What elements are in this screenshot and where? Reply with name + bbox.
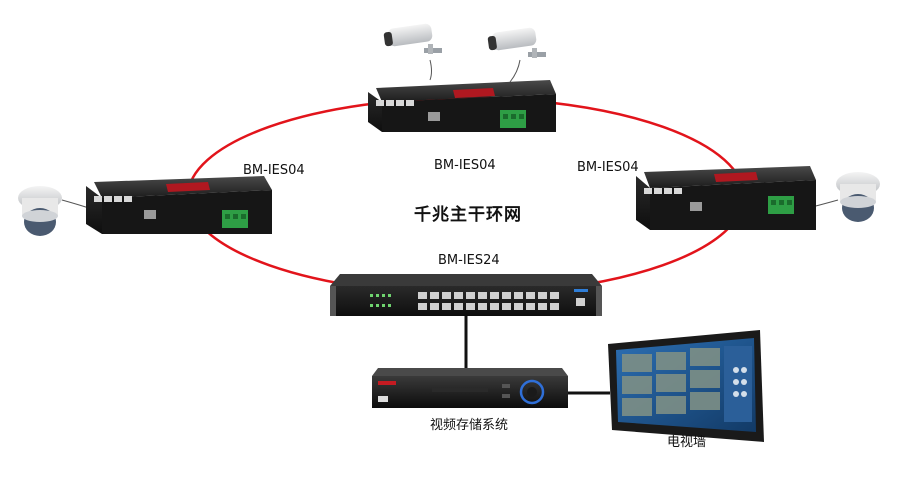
switch-right-label: BM-IES04 (577, 160, 639, 175)
industrial-switch-icon (368, 80, 556, 132)
bullet-camera-icon (487, 27, 546, 58)
dome-camera-icon (18, 186, 62, 236)
switch-left (86, 176, 272, 234)
industrial-switch-icon (86, 176, 272, 234)
connection-lines (464, 312, 610, 395)
core-switch (330, 274, 602, 316)
ring-title: 千兆主干环网 (414, 205, 522, 225)
nvr-label: 视频存储系统 (430, 418, 509, 433)
rack-switch-icon (330, 274, 602, 316)
switch-top (368, 80, 556, 132)
nvr-device (372, 368, 568, 408)
tv-wall-label: 电视墙 (667, 435, 707, 450)
monitor-icon (608, 330, 764, 442)
switch-right (636, 166, 816, 230)
dome-camera-icon (836, 172, 880, 222)
dvr-recorder-icon (372, 368, 568, 408)
switch-top-label: BM-IES04 (434, 158, 496, 173)
bullet-camera-icon (383, 23, 442, 54)
industrial-switch-icon (636, 166, 816, 230)
tv-wall-monitor (608, 330, 764, 442)
core-switch-label: BM-IES24 (438, 253, 500, 268)
switch-left-label: BM-IES04 (243, 163, 305, 178)
